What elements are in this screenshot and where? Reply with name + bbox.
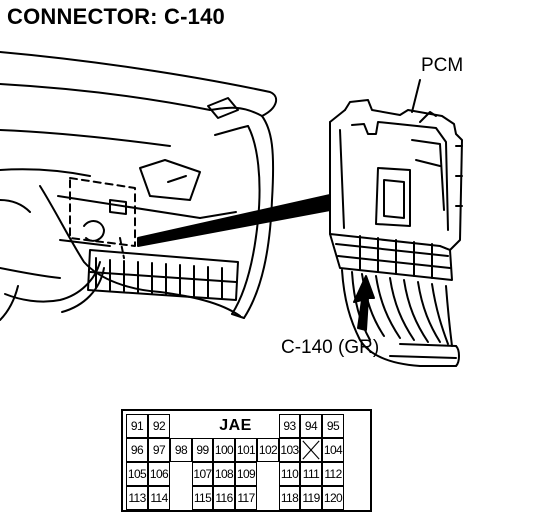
- pin-112: 112: [322, 462, 344, 486]
- pin-105: 105: [126, 462, 148, 486]
- pin-91: 91: [126, 414, 148, 438]
- pin-92: 92: [148, 414, 170, 438]
- pin-108: 108: [213, 462, 235, 486]
- pcm-leader-line: [411, 79, 421, 113]
- pin-101: 101: [235, 438, 257, 462]
- pin-115: 115: [192, 486, 213, 510]
- pin-120: 120: [322, 486, 344, 510]
- pcm-label: PCM: [421, 55, 464, 76]
- pin-118: 118: [279, 486, 300, 510]
- pin-119: 119: [300, 486, 322, 510]
- pin-110: 110: [279, 462, 300, 486]
- pin-94: 94: [300, 414, 322, 438]
- indicator-arrow: [353, 275, 375, 331]
- dashboard-panel: [0, 51, 278, 321]
- pin-113: 113: [126, 486, 148, 510]
- pin-95: 95: [322, 414, 344, 438]
- pin-blank: [257, 486, 279, 510]
- pin-103: 103: [279, 438, 300, 462]
- connector-label: C-140 (GR): [281, 337, 380, 358]
- pcm-module: [329, 99, 463, 367]
- pin-109: 109: [235, 462, 257, 486]
- connector-brand-label: JAE: [219, 417, 252, 434]
- callout-wedge: [137, 194, 331, 247]
- pin-blank: [170, 486, 192, 510]
- pin-104: 104: [322, 438, 344, 462]
- pin-114: 114: [148, 486, 170, 510]
- pin-99: 99: [192, 438, 213, 462]
- pin-111: 111: [300, 462, 322, 486]
- pin-116: 116: [213, 486, 235, 510]
- pin-100: 100: [213, 438, 235, 462]
- illustration: [0, 51, 463, 367]
- pin-96: 96: [126, 438, 148, 462]
- pin-102: 102: [257, 438, 279, 462]
- pin-117: 117: [235, 486, 257, 510]
- pin-blank: [170, 462, 192, 486]
- pin-93: 93: [279, 414, 300, 438]
- pin-unused-cross: [300, 438, 322, 462]
- pin-blank: [257, 462, 279, 486]
- diagram-title: CONNECTOR: C-140: [7, 4, 225, 29]
- connector-location: [69, 177, 239, 301]
- pin-106: 106: [148, 462, 170, 486]
- pin-97: 97: [148, 438, 170, 462]
- pin-98: 98: [170, 438, 192, 462]
- pin-107: 107: [192, 462, 213, 486]
